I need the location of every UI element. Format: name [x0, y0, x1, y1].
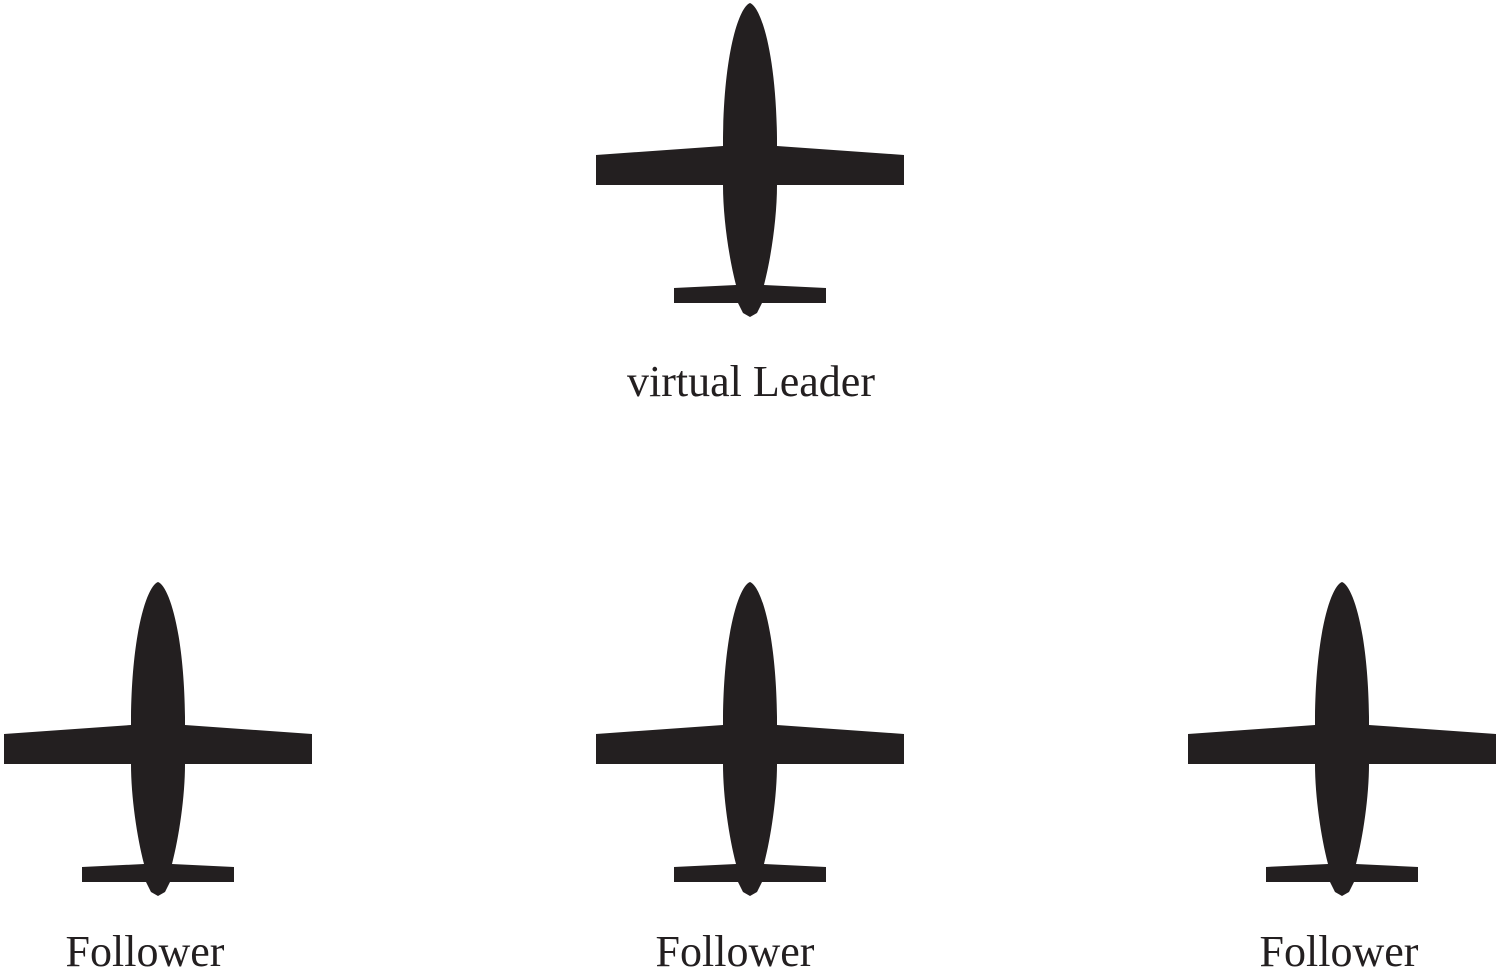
follower-label: Follower: [1259, 927, 1419, 976]
leader-label: virtual Leader: [627, 357, 875, 406]
follower-airplane-icon: [596, 582, 906, 896]
follower-airplane-icon: [1188, 582, 1498, 896]
follower-label: Follower: [65, 927, 225, 976]
follower-airplane-icon: [4, 582, 314, 896]
leader-airplane-icon: [596, 3, 906, 317]
follower-label: Follower: [655, 927, 815, 976]
